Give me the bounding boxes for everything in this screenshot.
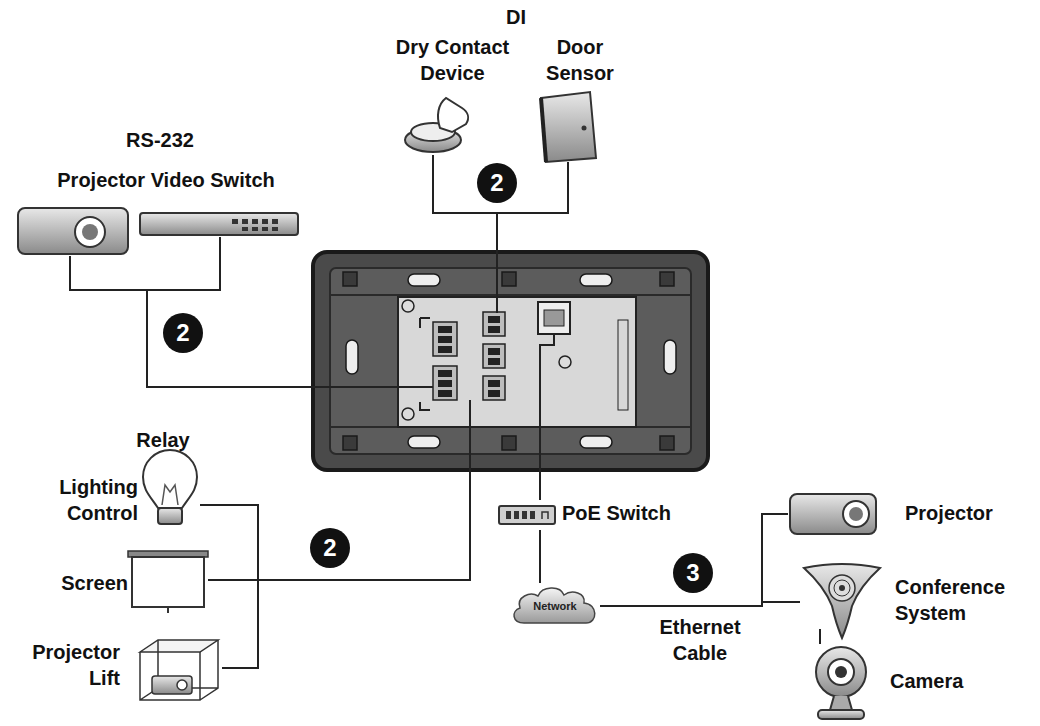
cloud-label: Network bbox=[510, 598, 600, 614]
device-label: DI bbox=[476, 4, 556, 30]
projector-icon bbox=[18, 208, 128, 254]
device-label: Screen bbox=[18, 570, 128, 596]
device-label: Projector Lift bbox=[6, 639, 120, 691]
ethernet-cable bbox=[600, 514, 788, 606]
device-label: Lighting Control bbox=[20, 474, 138, 526]
projector-lift-icon bbox=[140, 640, 218, 700]
light-bulb-icon bbox=[143, 450, 197, 524]
device-label: Relay bbox=[113, 427, 213, 453]
ethernet-cable bbox=[600, 602, 800, 606]
network-cloud: Network bbox=[510, 583, 600, 629]
device-label: Projector bbox=[905, 500, 1015, 526]
device-node: Conference System bbox=[800, 562, 1010, 642]
callout-number: 2 bbox=[163, 313, 203, 353]
lan-cable bbox=[540, 334, 554, 500]
screen-icon bbox=[128, 551, 208, 613]
rs232-wires bbox=[70, 237, 433, 387]
device-label: Door Sensor bbox=[528, 34, 632, 86]
video-switch-icon bbox=[140, 213, 298, 235]
device-node: Camera bbox=[810, 644, 968, 722]
callout-number: 2 bbox=[477, 163, 517, 203]
control-panel bbox=[313, 252, 708, 470]
device-label: PoE Switch bbox=[562, 500, 752, 526]
device-node: Projector bbox=[788, 490, 997, 538]
callout-number: 3 bbox=[673, 553, 713, 593]
relay-wires bbox=[200, 400, 470, 668]
device-label: Dry Contact Device bbox=[380, 34, 525, 86]
device-label: Camera bbox=[890, 668, 1000, 694]
callout-number: 2 bbox=[310, 528, 350, 568]
device-label: Conference System bbox=[895, 574, 1033, 626]
device-label: Ethernet Cable bbox=[645, 614, 755, 666]
device-label: RS-232 bbox=[90, 127, 230, 153]
ethernet-cable bbox=[539, 530, 541, 583]
dry-contact-button bbox=[405, 98, 468, 152]
di-wires bbox=[433, 155, 568, 313]
door-sensor bbox=[541, 92, 596, 162]
device-label: Projector Video Switch bbox=[8, 167, 324, 193]
ethernet-cable bbox=[819, 629, 821, 644]
device-node: PoE Switch bbox=[498, 500, 675, 530]
